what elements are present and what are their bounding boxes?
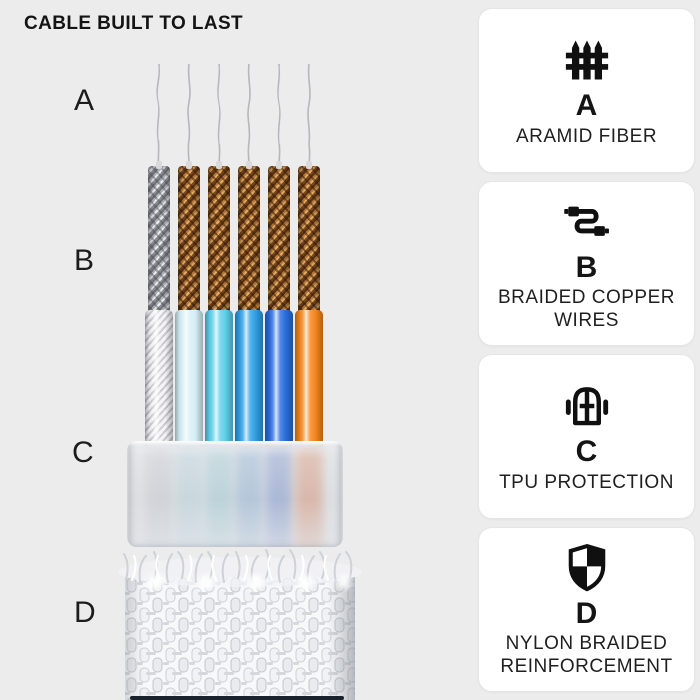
feature-card-nylon-reinforcement: D NYLON BRAIDED REINFORCEMENT (478, 527, 695, 692)
card-label: NYLON BRAIDED REINFORCEMENT (500, 633, 673, 678)
insulated-wire-cyan (205, 310, 233, 446)
braided-copper-wire (268, 161, 290, 316)
page-title: CABLE BUILT TO LAST (24, 13, 244, 34)
card-label: BRAIDED COPPER WIRES (498, 287, 675, 332)
card-letter: B (575, 250, 598, 284)
insulated-wire-orange (295, 310, 323, 446)
layer-label-c: C (72, 436, 94, 469)
insulated-wire-silver (145, 310, 173, 446)
card-letter: C (575, 435, 598, 469)
fence-icon (561, 33, 613, 87)
braided-copper-wire (238, 161, 260, 316)
card-label: TPU PROTECTION (499, 471, 674, 493)
frayed-fibers (118, 549, 362, 591)
feature-card-braided-copper: B BRAIDED COPPER WIRES (478, 181, 695, 346)
wire-tip (156, 161, 162, 169)
insulated-wire-sky-blue (235, 310, 263, 446)
wire-tip (276, 161, 282, 169)
braided-copper-wire (208, 161, 230, 316)
insulated-wire-blue (265, 310, 293, 446)
card-letter: A (575, 89, 598, 123)
layer-label-d: D (74, 596, 96, 629)
feature-card-list: A ARAMID FIBER B BRAIDED COPPER WIRES (478, 8, 695, 692)
checkered-shield-icon (561, 541, 613, 595)
feature-card-tpu-protection: C TPU PROTECTION (478, 354, 695, 519)
wire-tip (216, 161, 222, 169)
card-label: ARAMID FIBER (515, 125, 658, 147)
braided-copper-wire (298, 161, 320, 316)
wire-tip (186, 161, 192, 169)
card-letter: D (575, 596, 598, 630)
tpu-jacket (127, 441, 343, 547)
wire-tip (306, 161, 312, 169)
braided-shield-wire (148, 161, 170, 316)
jacket-frosted-overlay (127, 441, 343, 547)
cable-connectors-icon (561, 195, 613, 249)
wire-tip (246, 161, 252, 169)
nylon-braided-sleeve (125, 577, 355, 700)
feature-card-aramid-fiber: A ARAMID FIBER (478, 8, 695, 173)
layer-label-a: A (74, 84, 95, 117)
cable-bottom-band (130, 696, 344, 700)
aramid-fiber-strands (156, 63, 311, 173)
bumper-window-icon (561, 379, 613, 433)
insulated-wire-pale-blue (175, 310, 203, 446)
layer-label-b: B (74, 244, 95, 277)
braided-copper-wire (178, 161, 200, 316)
